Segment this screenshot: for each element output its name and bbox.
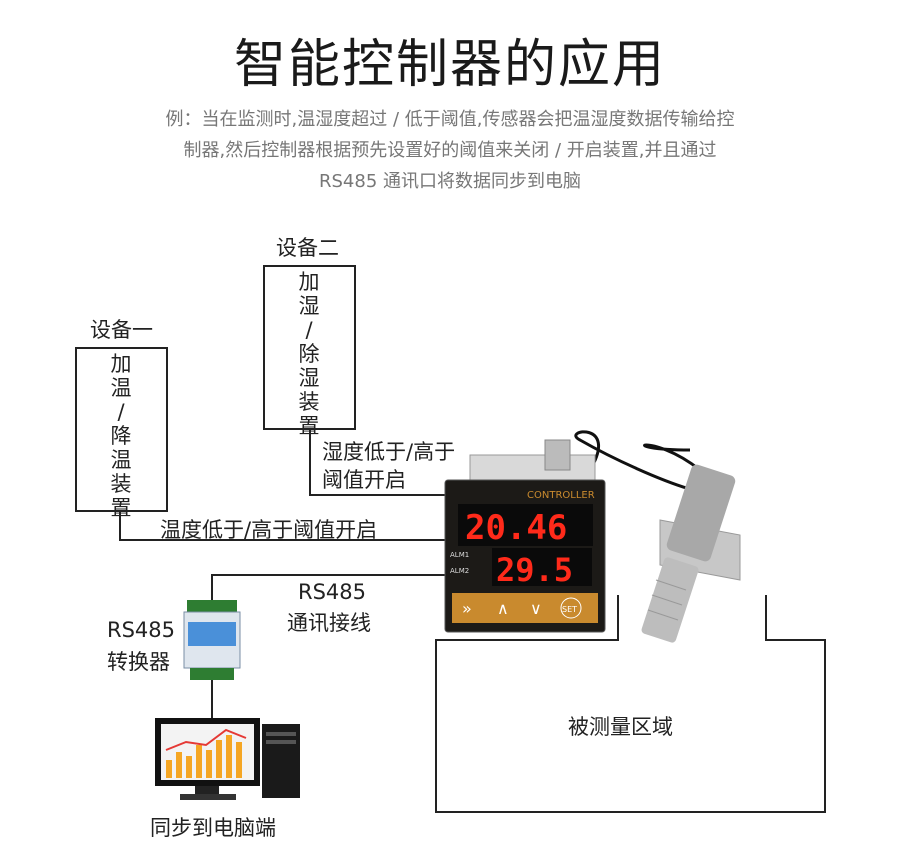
device1-title: 设备一 <box>90 318 153 342</box>
description-line-2: 制器,然后控制器根据预先设置好的阈值来关闭 / 开启装置,并且通过 <box>183 140 717 161</box>
controller-device: CONTROLLER 20.46 29.5 ALM1 ALM2 » ∧ ∨ SE… <box>444 439 606 633</box>
display-top: 20.46 <box>465 508 567 548</box>
device2-title: 设备二 <box>276 236 339 260</box>
device2-box <box>263 265 356 430</box>
key-forward-icon: » <box>462 599 472 618</box>
device2-wire-label-2: 阈值开启 <box>322 468 406 492</box>
key-set-label: SET <box>562 605 577 614</box>
pc-label: 同步到电脑端 <box>150 816 276 840</box>
wire-device2 <box>309 428 445 496</box>
description-line-3: RS485 通讯口将数据同步到电脑 <box>318 171 581 192</box>
rs485-wire-label-2: 通讯接线 <box>287 611 371 635</box>
key-up-icon: ∧ <box>497 599 509 618</box>
alm2-label: ALM2 <box>450 567 469 575</box>
wire-device1 <box>119 510 445 541</box>
page-title: 智能控制器的应用 <box>233 35 666 95</box>
display-bottom: 29.5 <box>496 551 573 589</box>
rs485-wire-label-1: RS485 <box>298 580 367 604</box>
converter-label-2: 转换器 <box>107 650 170 674</box>
key-down-icon: ∨ <box>530 599 542 618</box>
wire-rs485 <box>211 574 445 600</box>
controller-brand: CONTROLLER <box>527 490 595 501</box>
alm1-label: ALM1 <box>450 551 469 559</box>
measured-area-outline <box>435 595 826 813</box>
rs485-converter-device <box>183 600 241 680</box>
device2-wire-label-1: 湿度低于/高于 <box>322 440 456 464</box>
device2-box-text: 加 湿 / 除 湿 装 置 <box>298 270 320 438</box>
description-line-1: 例：当在监测时,温湿度超过 / 低于阈值,传感器会把温湿度数据传输给控 <box>165 109 735 130</box>
device1-wire-label: 温度低于/高于阈值开启 <box>160 518 378 542</box>
device1-box <box>75 347 168 512</box>
converter-label-1: RS485 <box>107 618 176 642</box>
sensor-probe <box>641 464 741 643</box>
pc-icon <box>155 718 300 800</box>
device1-box-text: 加 温 / 降 温 装 置 <box>110 352 132 520</box>
measured-area-label: 被测量区域 <box>568 715 673 739</box>
